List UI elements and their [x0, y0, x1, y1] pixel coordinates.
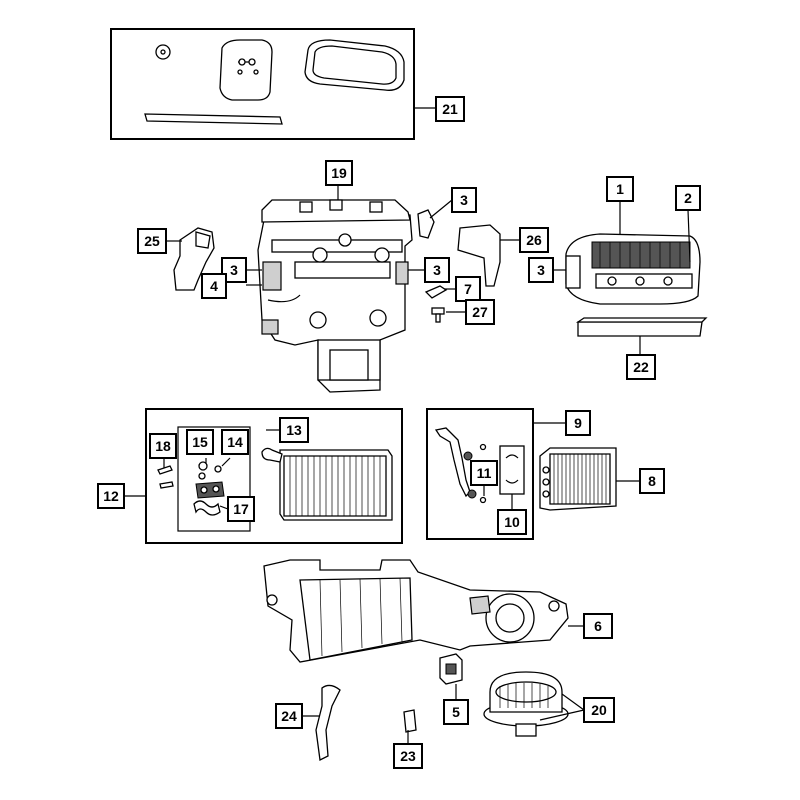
- callout-17: 17: [227, 496, 255, 522]
- small-o-ring: [479, 443, 487, 451]
- svg-text:9: 9: [574, 415, 582, 431]
- filter-housing-part: [565, 233, 701, 305]
- callout-11: 11: [470, 460, 498, 486]
- evaporator-core-part: [261, 447, 393, 521]
- svg-text:7: 7: [464, 281, 472, 297]
- hose-clip-part: [403, 709, 417, 733]
- cabin-filter-part: [575, 317, 708, 337]
- svg-text:14: 14: [227, 434, 243, 450]
- gasket-plate-part: [219, 39, 273, 101]
- bolt-parts: [157, 465, 174, 489]
- callout-23: 23: [393, 743, 423, 769]
- callout-6: 6: [583, 613, 613, 639]
- mount-bracket-part: [417, 209, 435, 239]
- svg-text:4: 4: [210, 278, 218, 294]
- svg-text:20: 20: [591, 702, 607, 718]
- callout-13: 13: [279, 417, 309, 443]
- svg-text:10: 10: [504, 514, 520, 530]
- svg-text:8: 8: [648, 473, 656, 489]
- callout-21: 21: [435, 96, 465, 122]
- hvac-lower-housing: [263, 559, 569, 663]
- callout-1: 1: [606, 176, 634, 202]
- bracket-clip-part: [193, 500, 221, 516]
- svg-text:13: 13: [286, 422, 302, 438]
- svg-text:26: 26: [526, 232, 542, 248]
- svg-text:25: 25: [144, 233, 160, 249]
- callout-8: 8: [639, 468, 665, 494]
- heater-core-part: [539, 447, 617, 511]
- blower-resistor-part: [439, 653, 463, 685]
- svg-text:23: 23: [400, 748, 416, 764]
- callout-25: 25: [137, 228, 167, 254]
- svg-text:24: 24: [281, 708, 297, 724]
- evaporator-kit-group-box: [145, 408, 403, 544]
- callout-27: 27: [465, 299, 495, 325]
- callout-12: 12: [97, 483, 125, 509]
- small-o-ring-2: [479, 496, 487, 504]
- svg-text:12: 12: [103, 488, 119, 504]
- callout-20: 20: [583, 697, 615, 723]
- svg-text:11: 11: [477, 465, 492, 481]
- svg-text:21: 21: [442, 101, 458, 117]
- svg-text:15: 15: [192, 434, 208, 450]
- seal-kit-group-box: [110, 28, 415, 140]
- svg-text:5: 5: [452, 704, 460, 720]
- svg-text:17: 17: [233, 501, 249, 517]
- clip-part: [431, 307, 445, 323]
- callout-15: 15: [186, 429, 214, 455]
- callout-22: 22: [626, 354, 656, 380]
- svg-text:22: 22: [633, 359, 649, 375]
- seal-subkit-box: [177, 426, 251, 532]
- blower-motor-part: [483, 671, 569, 737]
- svg-text:3: 3: [460, 192, 468, 208]
- o-ring-parts: [198, 461, 222, 480]
- seal-pack-part: [499, 445, 525, 495]
- svg-text:27: 27: [472, 304, 488, 320]
- heater-tube-part: [434, 427, 477, 499]
- svg-text:1: 1: [616, 181, 624, 197]
- ring-gasket-part: [304, 39, 405, 91]
- callout-14: 14: [221, 429, 249, 455]
- drain-hose-part: [315, 684, 341, 761]
- callout-3-right: 3: [528, 257, 554, 283]
- callout-5: 5: [443, 699, 469, 725]
- callout-18: 18: [149, 433, 177, 459]
- callout-10: 10: [497, 509, 527, 535]
- svg-text:3: 3: [537, 262, 545, 278]
- callout-2: 2: [675, 185, 701, 211]
- callout-7: 7: [455, 276, 481, 302]
- svg-text:3: 3: [230, 262, 238, 278]
- svg-text:19: 19: [331, 165, 347, 181]
- seal-strip-part: [144, 113, 283, 125]
- sensor-part: [424, 285, 448, 299]
- callout-24: 24: [275, 703, 303, 729]
- callout-4: 4: [201, 273, 227, 299]
- callout-9: 9: [565, 410, 591, 436]
- svg-text:2: 2: [684, 190, 692, 206]
- hvac-upper-housing: [257, 199, 413, 393]
- svg-text:3: 3: [433, 262, 441, 278]
- callout-3-mid: 3: [424, 257, 450, 283]
- callout-26: 26: [519, 227, 549, 253]
- callout-19: 19: [325, 160, 353, 186]
- air-duct-part: [173, 227, 215, 291]
- duct-cover-part: [457, 224, 501, 287]
- svg-text:6: 6: [594, 618, 602, 634]
- heater-tube-group-box: [426, 408, 534, 540]
- svg-text:18: 18: [155, 438, 171, 454]
- expansion-valve-part: [195, 481, 225, 499]
- small-seal-part: [155, 44, 171, 60]
- callout-3-top: 3: [451, 187, 477, 213]
